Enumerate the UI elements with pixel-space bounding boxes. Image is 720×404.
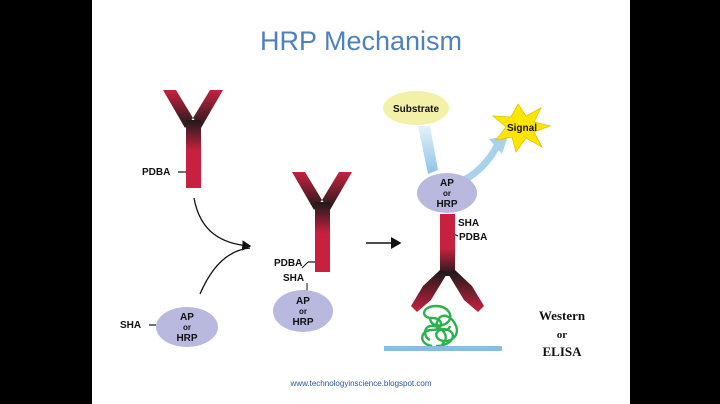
enzyme-1-line2: or — [183, 323, 191, 332]
surface-bar — [384, 346, 502, 351]
pdba-label-1: PDBA — [142, 167, 170, 178]
pdba-label-2: PDBA — [274, 258, 302, 269]
enzyme-2-line3: HRP — [292, 317, 313, 328]
enzyme-3-line1: AP — [440, 178, 454, 189]
signal-beam — [462, 144, 501, 184]
sha-label-2: SHA — [283, 273, 304, 284]
signal-beam-head — [489, 136, 508, 154]
slide: HRP Mechanism — [92, 0, 630, 404]
enzyme-ellipse-3 — [417, 173, 477, 213]
curved-arrow-top — [193, 197, 252, 251]
signal-star-icon — [491, 103, 552, 153]
antibody-3-left-arm — [411, 270, 448, 312]
enzyme-ellipse-1 — [156, 307, 218, 347]
enzyme-1-line1: AP — [180, 312, 194, 323]
substrate-label: Substrate — [393, 104, 440, 115]
signal-label: Signal — [507, 123, 537, 134]
substrate-beam — [418, 126, 438, 174]
antibody-3-right-arm — [447, 270, 484, 312]
antibody-1-right-arm — [193, 90, 223, 128]
enzyme-2-line1: AP — [296, 296, 310, 307]
substrate-signal-group: Substrate Signal — [383, 91, 552, 184]
antigen — [421, 304, 459, 348]
antibody-3-stem — [440, 214, 455, 276]
footer-url: www.technologyinscience.blogspot.com — [290, 379, 432, 388]
substrate-ellipse — [383, 91, 449, 125]
curved-arrow-bottom — [199, 247, 251, 295]
antibody-1-stem — [186, 120, 201, 188]
antibody-1: PDBA — [142, 90, 223, 188]
antigen-coil-icon — [421, 304, 459, 348]
sha-label-3: SHA — [458, 218, 479, 229]
bound-complex: AP or HRP SHA PDBA — [411, 173, 487, 312]
antibody-2-right-arm — [322, 172, 352, 210]
antibody-1-left-arm — [163, 90, 193, 128]
enzyme-3-line2: or — [443, 189, 451, 198]
sha-enzyme-conjugate: SHA AP or HRP — [120, 307, 218, 347]
western-label: Western — [539, 308, 586, 323]
pdba-label-3: PDBA — [459, 232, 487, 243]
enzyme-1-line3: HRP — [176, 333, 197, 344]
enzyme-ellipse-2 — [273, 290, 333, 332]
elisa-label: ELISA — [542, 344, 582, 359]
slide-title: HRP Mechanism — [259, 26, 463, 56]
antibody-2-left-arm — [292, 172, 322, 210]
or-label: or — [557, 329, 568, 341]
antibody-2: PDBA SHA AP or HRP — [273, 172, 352, 332]
enzyme-3-line3: HRP — [436, 199, 457, 210]
sha-label-1: SHA — [120, 320, 141, 331]
hrp-diagram: PDBA SHA AP or HRP PDBA SHA AP or H — [120, 90, 586, 388]
enzyme-2-line2: or — [299, 307, 307, 316]
antibody-2-stem — [315, 202, 330, 272]
